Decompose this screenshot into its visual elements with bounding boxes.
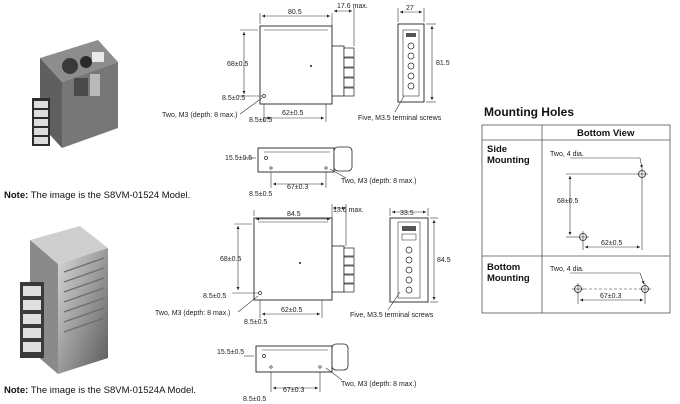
model-b-bottom-offset-bottom: 8.5±0.5 (243, 396, 266, 403)
note-top-prefix: Note: (4, 190, 28, 201)
model-a-front-offset: 8.5±0.5 (222, 95, 245, 102)
product-photo-covered (20, 226, 108, 374)
mounting-holes-title: Mounting Holes (484, 105, 574, 119)
model-b-bottom-view (255, 343, 349, 373)
model-b-front-width: 84.5 (287, 211, 301, 218)
model-b-side-height: 84.5 (437, 257, 451, 264)
model-a-front-hole-pitch: 62±0.5 (282, 110, 303, 117)
note-bottom-prefix: Note: (4, 385, 28, 396)
bottom-mounting-holes: Two, 4 dia. (550, 266, 584, 273)
model-a-bottom-hole-pitch: 67±0.3 (287, 184, 308, 191)
model-b-bottom-hole-pitch: 67±0.3 (283, 387, 304, 394)
bottom-mounting-label-1: Bottom (487, 262, 520, 273)
model-a-front-offset-bottom: 8.5±0.5 (249, 117, 272, 124)
model-b-front-holes: Two, M3 (depth: 8 max.) (155, 310, 230, 317)
model-a-bottom-holes: Two, M3 (depth: 8 max.) (341, 178, 416, 185)
model-b-front-depth-max: 13.6 max. (333, 207, 364, 214)
model-a-front-height: 68±0.5 (227, 61, 248, 68)
model-b-front-offset: 8.5±0.5 (203, 293, 226, 300)
side-mounting-label-1: Side (487, 144, 507, 155)
model-a-side-thickness: 27 (406, 5, 414, 12)
model-a-front-depth-max: 17.6 max. (337, 3, 368, 10)
model-a-front-holes: Two, M3 (depth: 8 max.) (162, 112, 237, 119)
model-b-side-terminals: Five, M3.5 terminal screws (350, 312, 434, 319)
model-b-front-offset-bottom: 8.5±0.5 (244, 319, 267, 326)
model-a-side-view (397, 23, 425, 103)
model-b-front-hole-pitch: 62±0.5 (281, 307, 302, 314)
model-a-bottom-offset: 15.5±0.5 (225, 155, 252, 162)
model-a-side-terminals: Five, M3.5 terminal screws (358, 115, 442, 122)
model-a-bottom-view (257, 146, 353, 173)
bottom-mounting-label-2: Mounting (487, 273, 530, 284)
model-b-side-view (389, 217, 429, 303)
model-a-side-height: 81.5 (436, 60, 450, 67)
bottom-mounting-hole-diagram (572, 283, 651, 304)
bottom-view-header: Bottom View (577, 128, 635, 139)
side-mounting-hole-diagram (566, 168, 648, 250)
model-a-front-width: 80.5 (288, 9, 302, 16)
side-mounting-label-2: Mounting (487, 155, 530, 166)
model-a-front-view (259, 25, 355, 105)
note-bottom-text: The image is the S8VM-01524A Model. (28, 385, 196, 396)
product-photo-open-frame (32, 40, 118, 148)
model-b-bottom-offset: 15.5±0.5 (217, 349, 244, 356)
side-mounting-holes: Two, 4 dia. (550, 151, 584, 158)
model-b-side-thickness: 33.5 (400, 210, 414, 217)
side-mounting-vertical: 68±0.5 (557, 198, 578, 205)
side-mounting-horizontal: 62±0.5 (601, 240, 622, 247)
model-a-bottom-offset-bottom: 8.5±0.5 (249, 191, 272, 198)
mounting-holes-table (481, 124, 671, 314)
model-b-bottom-holes: Two, M3 (depth: 8 max.) (341, 381, 416, 388)
bottom-mounting-horizontal: 67±0.3 (600, 293, 621, 300)
note-bottom: Note: The image is the S8VM-01524A Model… (4, 385, 196, 396)
model-b-front-view (253, 217, 355, 301)
model-b-front-height: 68±0.5 (220, 256, 241, 263)
note-top: Note: The image is the S8VM-01524 Model. (4, 190, 190, 201)
note-top-text: The image is the S8VM-01524 Model. (28, 190, 190, 201)
